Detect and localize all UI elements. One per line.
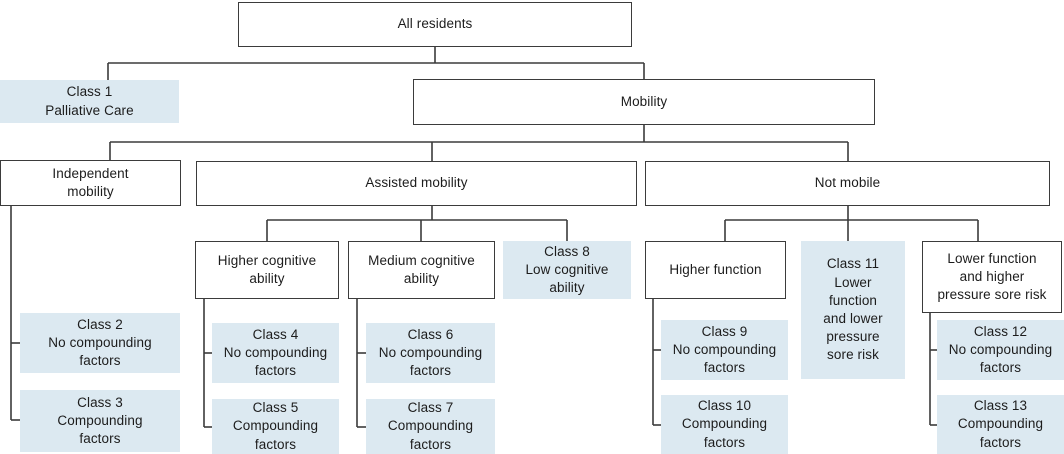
- node-class7[interactable]: Class 7 Compounding factors: [366, 399, 495, 454]
- node-mobility[interactable]: Mobility: [413, 79, 875, 125]
- node-class4[interactable]: Class 4 No compounding factors: [212, 323, 339, 383]
- node-class8[interactable]: Class 8 Low cognitive ability: [503, 241, 631, 299]
- node-class10[interactable]: Class 10 Compounding factors: [661, 395, 788, 454]
- node-lower_function[interactable]: Lower function and higher pressure sore …: [922, 241, 1062, 313]
- node-medium_cognitive[interactable]: Medium cognitive ability: [348, 241, 495, 299]
- node-class5[interactable]: Class 5 Compounding factors: [212, 399, 339, 454]
- node-all_residents[interactable]: All residents: [238, 2, 632, 47]
- node-class11[interactable]: Class 11 Lower function and lower pressu…: [801, 241, 905, 379]
- node-class2[interactable]: Class 2 No compounding factors: [20, 313, 180, 373]
- node-class3[interactable]: Class 3 Compounding factors: [20, 390, 180, 452]
- node-higher_function[interactable]: Higher function: [645, 241, 786, 299]
- node-higher_cognitive[interactable]: Higher cognitive ability: [195, 241, 339, 299]
- node-class13[interactable]: Class 13 Compounding factors: [937, 395, 1064, 454]
- node-class12[interactable]: Class 12 No compounding factors: [937, 320, 1064, 380]
- node-class9[interactable]: Class 9 No compounding factors: [661, 320, 788, 380]
- node-not_mobile[interactable]: Not mobile: [645, 161, 1050, 206]
- node-class6[interactable]: Class 6 No compounding factors: [366, 323, 495, 383]
- node-class1[interactable]: Class 1 Palliative Care: [0, 80, 179, 123]
- node-assisted_mobility[interactable]: Assisted mobility: [196, 161, 637, 206]
- node-independent_mobility[interactable]: Independent mobility: [0, 160, 181, 206]
